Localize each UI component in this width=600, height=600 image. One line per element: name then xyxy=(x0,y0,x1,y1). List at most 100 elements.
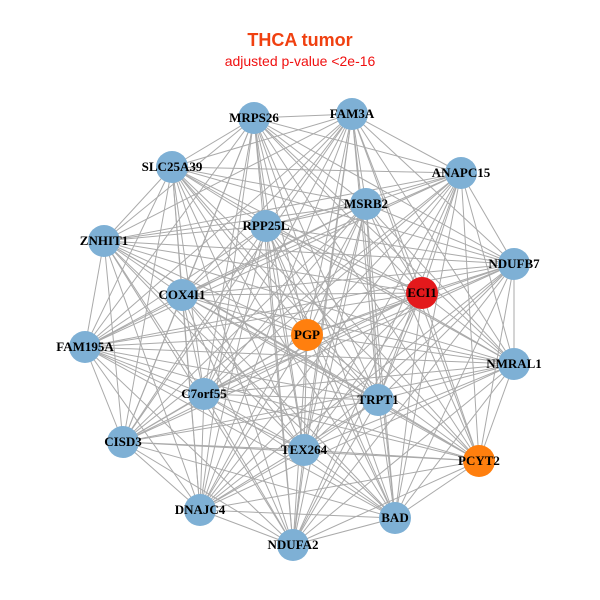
edge xyxy=(394,363,515,519)
edge xyxy=(303,334,308,451)
edge xyxy=(292,399,379,546)
node-znhit1: ZNHIT1 xyxy=(80,225,128,257)
edge xyxy=(103,240,515,365)
edge xyxy=(303,449,480,462)
node-label: TRPT1 xyxy=(357,392,398,407)
edge xyxy=(84,172,462,348)
node-circle xyxy=(445,157,477,189)
edge xyxy=(103,240,423,294)
edge xyxy=(199,509,396,519)
edge xyxy=(292,460,480,546)
edge xyxy=(377,399,396,519)
edge xyxy=(171,166,480,462)
edge xyxy=(265,225,515,265)
node-cisd3: CISD3 xyxy=(104,426,142,458)
node-pcyt2: PCYT2 xyxy=(458,445,500,477)
edge xyxy=(103,225,267,242)
node-circle xyxy=(88,225,120,257)
edge xyxy=(103,240,308,336)
edge xyxy=(84,292,423,348)
edge xyxy=(84,346,379,401)
edge xyxy=(460,172,515,265)
edge xyxy=(377,363,515,401)
node-circle xyxy=(463,445,495,477)
edge xyxy=(394,460,480,519)
edge xyxy=(365,203,515,365)
node-anapc15: ANAPC15 xyxy=(432,157,491,189)
edge xyxy=(171,166,367,205)
edge xyxy=(306,203,367,336)
edge xyxy=(203,363,515,395)
node-fam3a: FAM3A xyxy=(330,98,375,130)
node-label: RPP25L xyxy=(243,218,290,233)
edge xyxy=(171,113,353,168)
edge xyxy=(306,334,379,401)
node-circle xyxy=(288,434,320,466)
edge xyxy=(365,203,480,462)
edge xyxy=(84,346,480,462)
edge xyxy=(103,240,205,395)
edge xyxy=(171,166,294,546)
edge xyxy=(253,117,462,174)
edge xyxy=(253,117,305,451)
edge xyxy=(421,172,462,294)
edge xyxy=(365,203,515,265)
node-circle xyxy=(362,384,394,416)
edge xyxy=(199,363,515,511)
edge xyxy=(171,166,267,227)
edge xyxy=(171,166,308,336)
edge xyxy=(203,393,305,451)
edge xyxy=(181,294,379,401)
node-circle xyxy=(107,426,139,458)
node-bad: BAD xyxy=(379,502,411,534)
edge xyxy=(478,363,515,462)
node-label: NMRAL1 xyxy=(486,356,542,371)
edge xyxy=(306,334,515,365)
edge xyxy=(84,346,124,443)
edge xyxy=(351,113,515,265)
node-circle xyxy=(156,151,188,183)
edge xyxy=(351,113,462,174)
node-circle xyxy=(184,494,216,526)
edge xyxy=(365,172,462,205)
edge xyxy=(292,263,515,546)
edge xyxy=(199,449,305,511)
edge xyxy=(122,441,294,546)
node-dnajc4: DNAJC4 xyxy=(175,494,226,526)
node-label: NDUFB7 xyxy=(488,256,540,271)
edge xyxy=(351,113,379,401)
edge xyxy=(122,263,515,443)
edge xyxy=(203,393,480,462)
node-label: ZNHIT1 xyxy=(80,233,128,248)
edge xyxy=(103,172,462,242)
edge xyxy=(84,346,205,395)
edge xyxy=(171,166,305,451)
edge xyxy=(253,113,353,119)
edge xyxy=(103,240,201,511)
figure-title: THCA tumor xyxy=(247,30,353,50)
edge xyxy=(265,203,367,227)
edge xyxy=(171,166,515,365)
edge xyxy=(199,509,294,546)
edge xyxy=(171,166,396,519)
edge xyxy=(265,225,515,365)
edge xyxy=(122,399,379,443)
node-label: TEX264 xyxy=(281,442,328,457)
node-label: CISD3 xyxy=(104,434,142,449)
edge xyxy=(199,393,205,511)
edge xyxy=(84,346,201,511)
node-ndufb7: NDUFB7 xyxy=(488,248,540,280)
edge xyxy=(306,292,423,336)
edge xyxy=(199,172,462,511)
node-label: NDUFA2 xyxy=(267,537,318,552)
edge xyxy=(122,441,396,519)
edge xyxy=(181,113,353,296)
node-slc25a39: SLC25A39 xyxy=(142,151,203,183)
node-label: ECI1 xyxy=(407,285,437,300)
edge xyxy=(265,225,379,401)
edge xyxy=(306,334,396,519)
edge xyxy=(103,240,515,265)
edge xyxy=(122,441,201,511)
edge xyxy=(84,117,255,348)
